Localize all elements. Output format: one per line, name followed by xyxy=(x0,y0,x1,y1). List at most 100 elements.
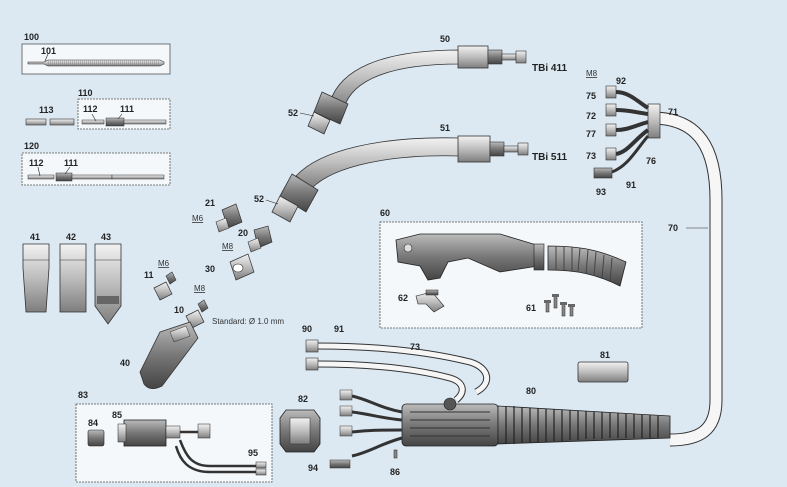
label-86: 86 xyxy=(390,467,400,477)
neck-51-block xyxy=(457,135,491,163)
fan-71-lead-b xyxy=(615,108,649,116)
neck-50-block xyxy=(457,45,489,69)
label-111b: 111 xyxy=(64,158,78,168)
nozzles xyxy=(22,243,122,325)
part-84 xyxy=(87,429,105,447)
liner-101-coil xyxy=(48,60,160,66)
body-80-leads xyxy=(351,394,403,458)
fan-71-lead-d xyxy=(615,128,650,156)
screw-86 xyxy=(393,449,398,459)
neck-50-pin xyxy=(501,53,517,61)
label-m8a: M8 xyxy=(222,242,234,251)
label-76: 76 xyxy=(646,156,656,166)
label-73a: 73 xyxy=(586,151,596,161)
hose-b-inner xyxy=(315,361,465,402)
nozzle-40-inner xyxy=(169,325,191,343)
leader-52a xyxy=(299,112,315,117)
consumables xyxy=(139,203,273,389)
hose-a-inner xyxy=(315,343,489,395)
label-93: 93 xyxy=(596,187,606,197)
body-80-conn-a xyxy=(339,389,353,401)
contact-tip-11-stem xyxy=(165,271,177,285)
body-80-conn-c xyxy=(339,425,353,437)
label-tbi411: TBi 411 xyxy=(532,63,567,74)
label-62: 62 xyxy=(398,293,408,303)
body-80-spring-ribs xyxy=(505,406,659,444)
conn-93 xyxy=(593,167,613,179)
label-110: 110 xyxy=(78,88,93,98)
cable-70 xyxy=(651,111,723,447)
label-75: 75 xyxy=(586,91,596,101)
conn-94 xyxy=(329,459,351,469)
leader-112a xyxy=(91,113,97,122)
neck-50-end xyxy=(515,50,527,64)
tip-holder-20-thread xyxy=(247,237,262,253)
part-111-a xyxy=(105,117,125,127)
nut-82 xyxy=(279,409,321,453)
part-113-b xyxy=(49,118,75,126)
label-111a: 111 xyxy=(120,104,134,114)
frame-83 xyxy=(75,403,273,483)
label-30: 30 xyxy=(205,264,215,274)
handle-group-60 xyxy=(379,221,643,329)
label-71: 71 xyxy=(668,107,678,117)
leader-111b xyxy=(64,166,71,175)
label-42: 42 xyxy=(66,232,76,242)
contact-tip-10-stem xyxy=(197,299,209,313)
neck-51-nut xyxy=(489,141,505,157)
conn-92 xyxy=(605,85,617,99)
label-84: 84 xyxy=(88,418,98,428)
label-92: 92 xyxy=(616,76,626,86)
label-52b: 52 xyxy=(254,194,264,204)
fan-71-block xyxy=(647,103,661,139)
label-43: 43 xyxy=(101,232,111,242)
label-41: 41 xyxy=(30,232,40,242)
label-52a: 52 xyxy=(288,108,298,118)
label-91b: 91 xyxy=(334,324,344,334)
label-120: 120 xyxy=(24,141,39,151)
cable-body-80 xyxy=(329,389,671,469)
handle-screw xyxy=(403,243,413,253)
body-80-spring xyxy=(497,405,671,445)
part-83-wires xyxy=(174,430,256,474)
part-113-a xyxy=(25,118,47,126)
neck-51-tube xyxy=(295,137,461,189)
fan-71-lead-e xyxy=(611,135,650,174)
label-83: 83 xyxy=(78,390,88,400)
nozzle-43-dark xyxy=(97,296,119,304)
body-80-grooves xyxy=(410,411,490,437)
label-113: 113 xyxy=(39,105,54,115)
neck-50-tip xyxy=(307,111,331,135)
label-77: 77 xyxy=(586,129,596,139)
neck-51-end xyxy=(517,142,529,156)
label-m8c: M8 xyxy=(586,69,598,78)
cable-70-outer xyxy=(651,111,723,447)
part-112-b xyxy=(27,174,55,180)
fan-71-lead-a xyxy=(615,90,650,110)
handle-ring xyxy=(533,243,545,271)
label-100: 100 xyxy=(24,32,39,42)
hoses-73 xyxy=(305,339,490,403)
label-11: 11 xyxy=(144,270,154,280)
body-80-badge xyxy=(443,397,457,411)
nozzle-41 xyxy=(22,243,50,313)
label-81: 81 xyxy=(600,350,610,360)
gas-diffuser-30-hole xyxy=(232,263,244,273)
connector-fan-71 xyxy=(593,85,661,179)
label-80: 80 xyxy=(526,386,536,396)
part-112-a xyxy=(81,119,105,125)
neck-50-nut xyxy=(487,49,503,65)
fan-71-lead-c xyxy=(615,120,649,132)
label-tbi511: TBi 511 xyxy=(532,152,567,163)
label-m6b: M6 xyxy=(158,259,170,268)
handle-bellows-ribs xyxy=(555,246,613,283)
label-20: 20 xyxy=(238,228,248,238)
tip-holder-21-thread xyxy=(215,217,230,233)
label-standard: Standard: Ø 1.0 mm xyxy=(212,317,284,326)
label-m8b: M8 xyxy=(194,284,206,293)
label-94: 94 xyxy=(308,463,318,473)
part-85-cap xyxy=(117,423,127,443)
label-85: 85 xyxy=(112,410,122,420)
group-83 xyxy=(75,403,273,483)
trigger-62-pin xyxy=(425,289,439,296)
